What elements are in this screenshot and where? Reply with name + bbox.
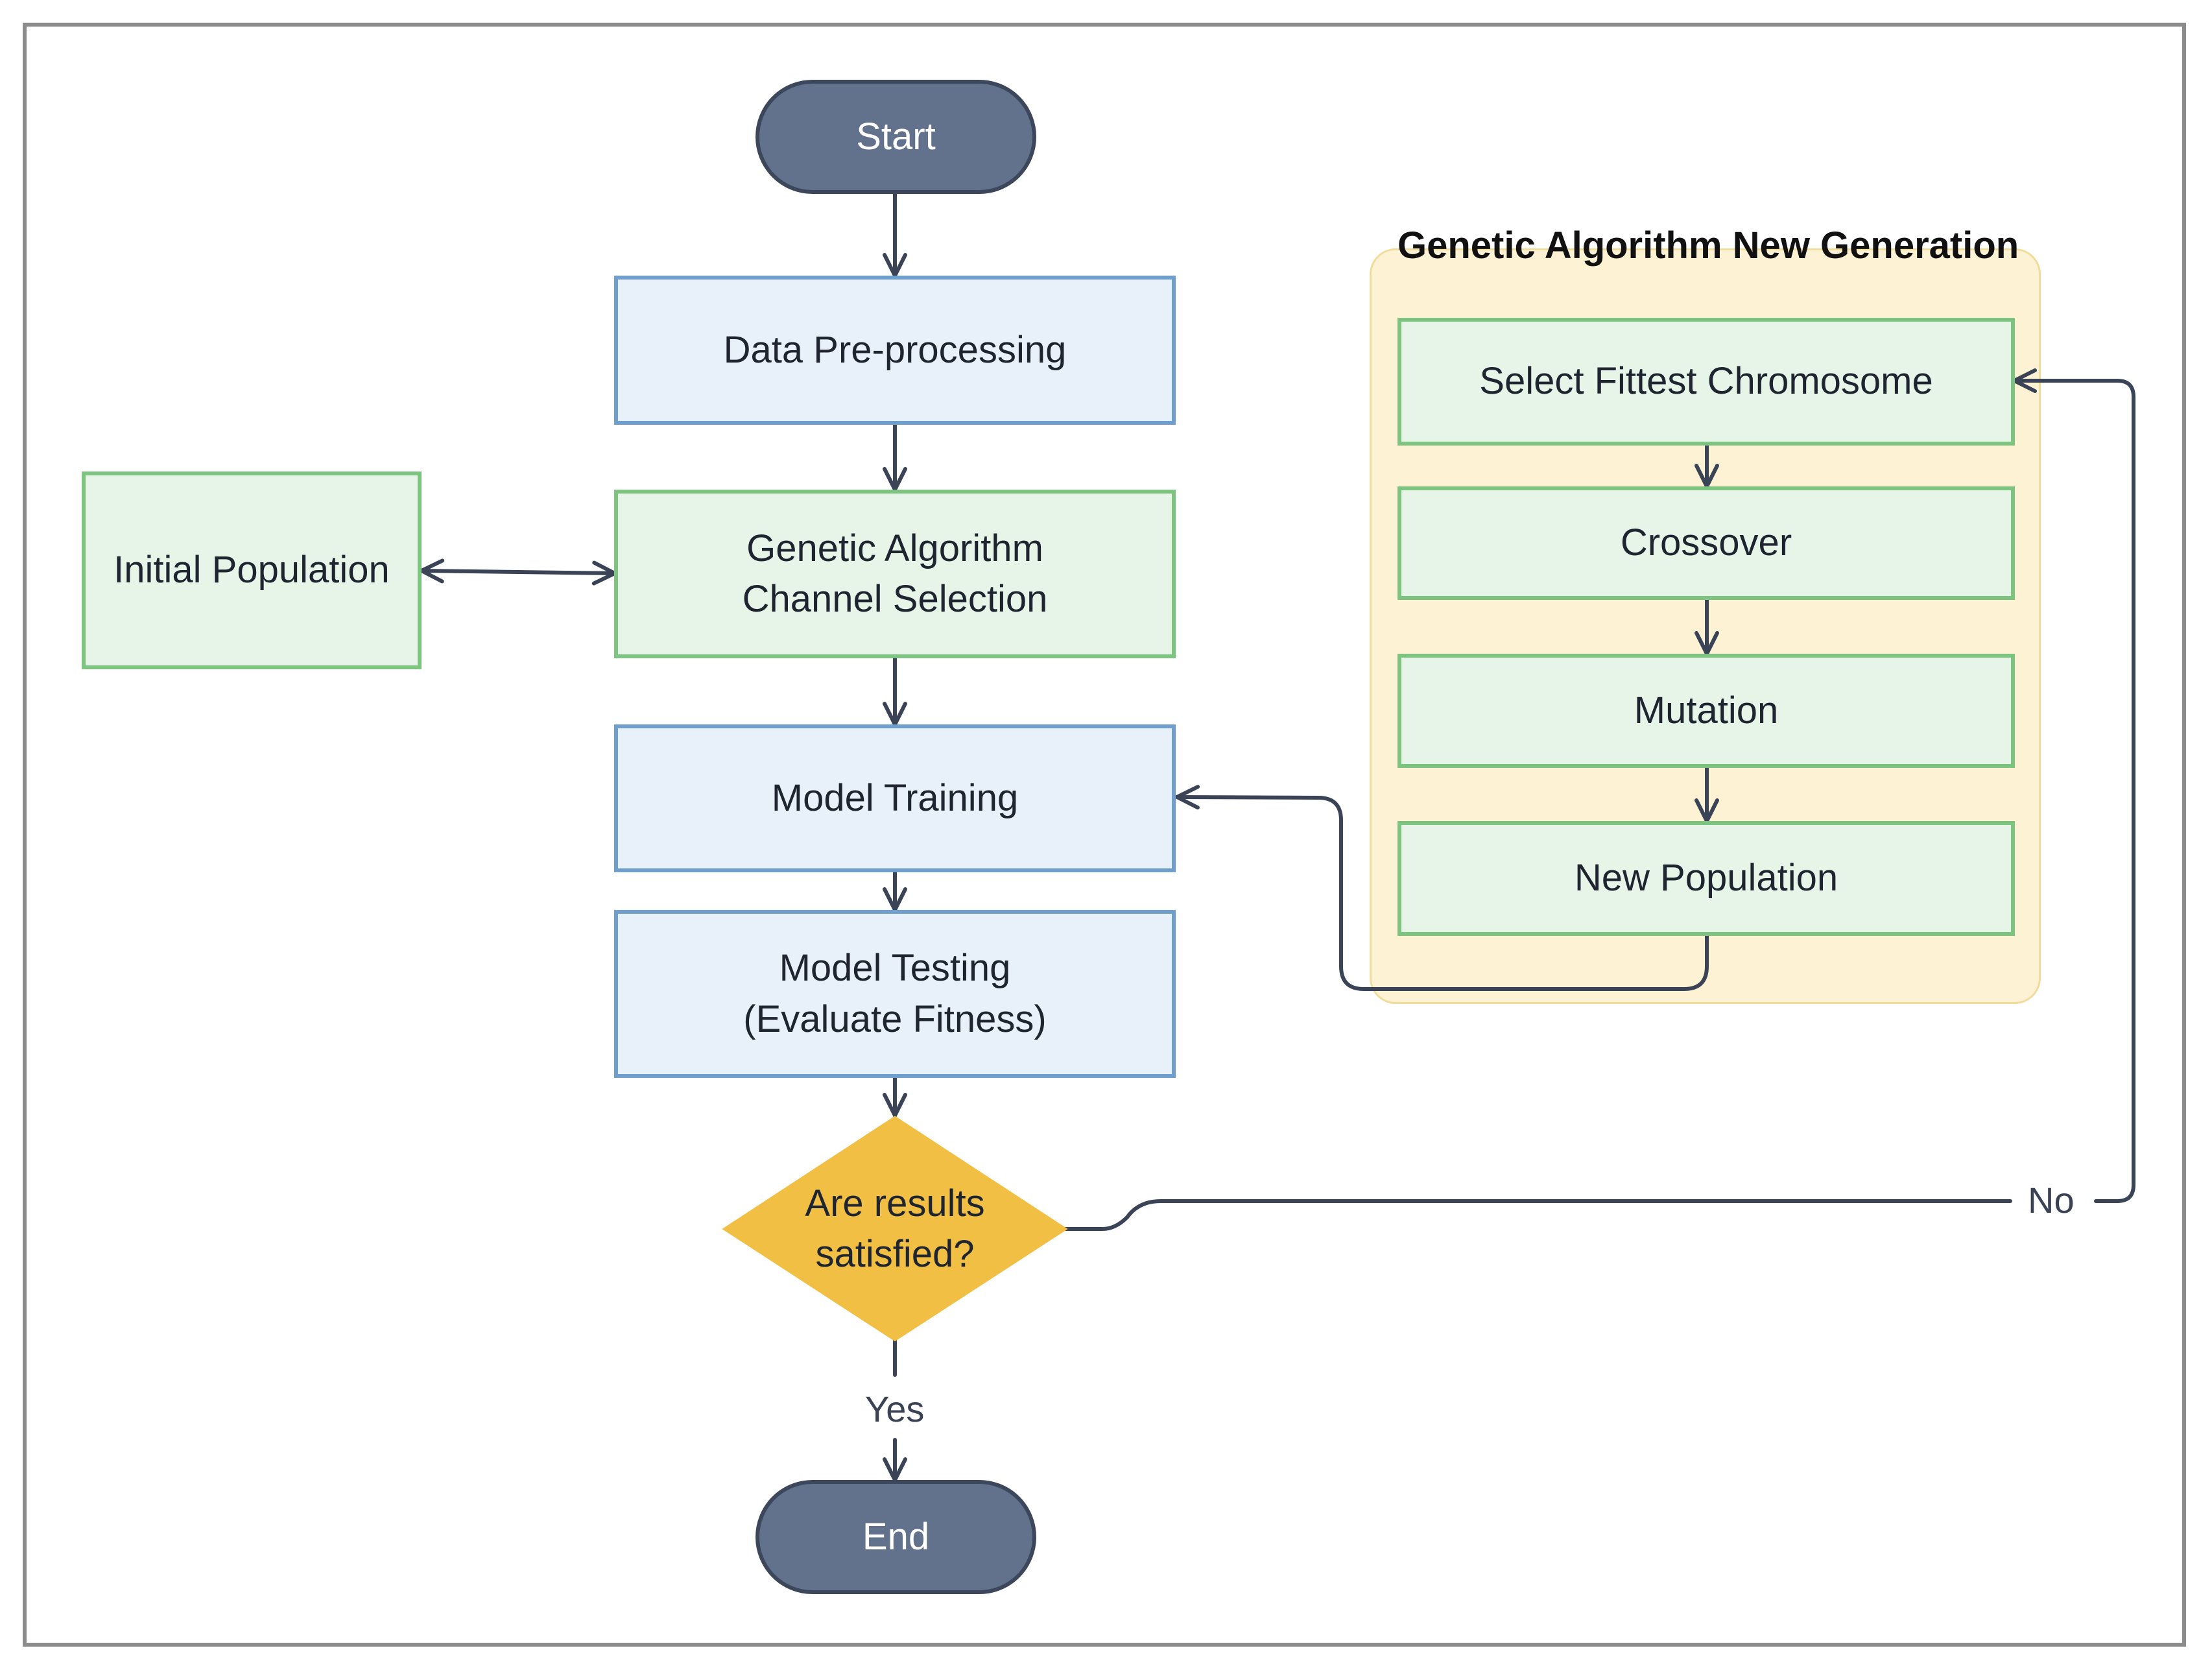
mutation-step: Mutation <box>1397 654 2015 768</box>
model-testing-step: Model Testing (Evaluate Fitness) <box>614 910 1176 1078</box>
initial-population-step: Initial Population <box>82 471 422 669</box>
edge-newpop-to-training <box>1175 785 1709 991</box>
edge-no-to-select <box>2012 368 2135 1203</box>
model-training-step: Model Training <box>614 724 1176 872</box>
decision-diamond <box>722 1115 1068 1342</box>
data-preprocessing-step: Data Pre-processing <box>614 276 1176 425</box>
ga-new-generation-title: Genetic Algorithm New Generation <box>1397 224 2019 267</box>
end-terminal: End <box>755 1480 1036 1594</box>
start-terminal: Start <box>755 80 1036 194</box>
crossover-step: Crossover <box>1397 486 2015 600</box>
ga-channel-selection-step: Genetic Algorithm Channel Selection <box>614 490 1176 658</box>
edge-initial-population-ga <box>420 558 617 586</box>
select-fittest-chromosome-step: Select Fittest Chromosome <box>1397 318 2015 446</box>
edge-decision-no-to-select <box>1064 1199 2012 1231</box>
decision-label: Are results satisfied? <box>805 1182 985 1275</box>
edge-label-no: No <box>2019 1179 2084 1221</box>
edge-label-yes: Yes <box>856 1388 934 1430</box>
new-population-step: New Population <box>1397 821 2015 936</box>
